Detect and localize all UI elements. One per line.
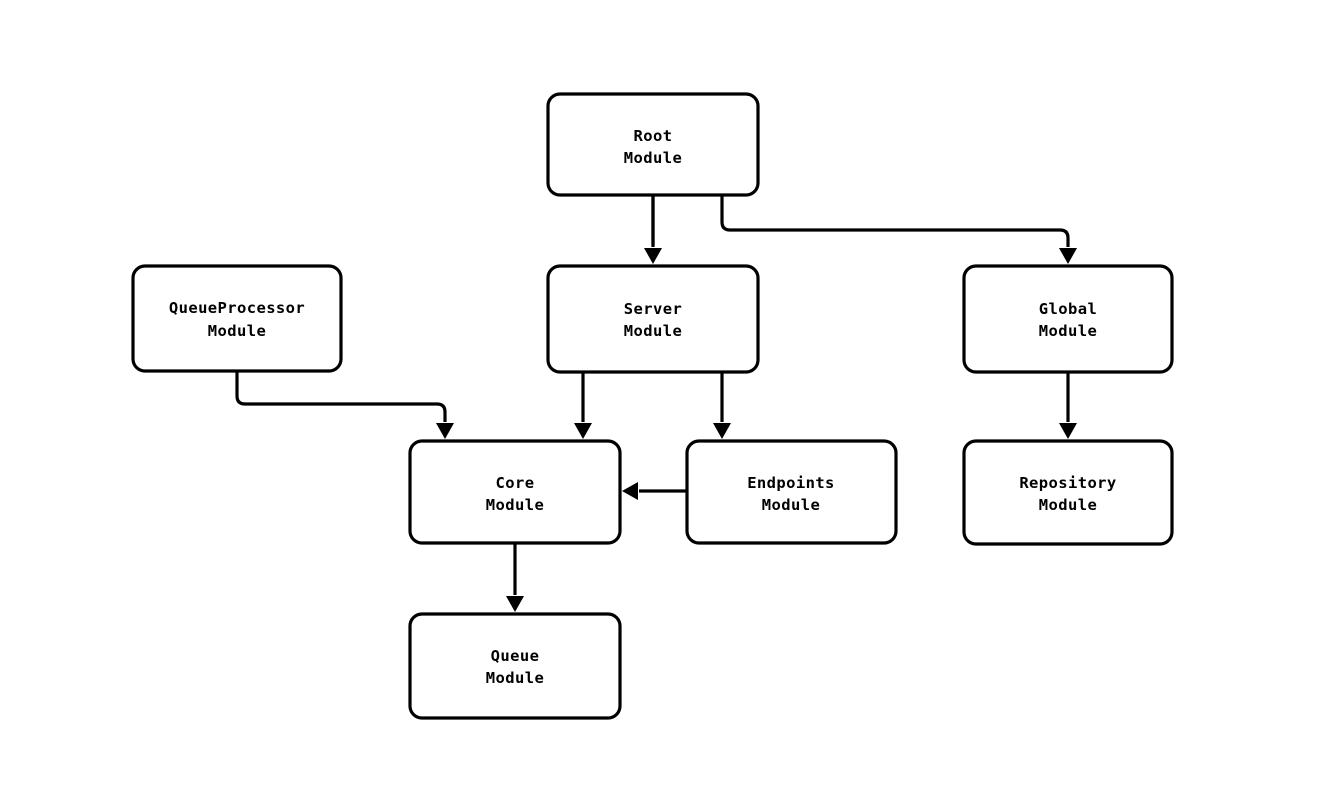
edge-root-to-global — [720, 195, 1077, 264]
global-module-label-line2: Module — [1039, 322, 1097, 340]
edge-queueprocessor-to-core — [235, 371, 454, 439]
edge-core-to-queue — [506, 543, 524, 612]
root-module-box[interactable] — [546, 92, 760, 197]
repository-module-label-line2: Module — [1039, 496, 1097, 514]
edge-server-to-endpoints — [713, 372, 731, 439]
edge-queueprocessor-to-core-arrowhead — [436, 423, 454, 439]
queue-module-node[interactable]: Queue Module — [408, 612, 622, 720]
edges-layer — [235, 195, 1077, 612]
edge-server-to-core — [574, 372, 592, 439]
edge-server-to-core-arrowhead — [574, 423, 592, 439]
queueprocessor-module-box[interactable] — [131, 264, 343, 373]
edge-root-to-global-arrowhead — [1059, 248, 1077, 264]
endpoints-module-label-line1: Endpoints — [747, 474, 835, 492]
queueprocessor-module-label-line1: QueueProcessor — [169, 299, 305, 317]
repository-module-box[interactable] — [962, 439, 1174, 546]
repository-module-label-line1: Repository — [1019, 474, 1116, 492]
edge-root-to-server — [644, 195, 662, 264]
endpoints-module-box[interactable] — [685, 439, 898, 545]
endpoints-module-node[interactable]: Endpoints Module — [685, 439, 898, 545]
repository-module-node[interactable]: Repository Module — [962, 439, 1174, 546]
queue-module-label-line2: Module — [486, 669, 544, 687]
edge-root-to-global-line — [720, 195, 1070, 247]
edge-endpoints-to-core — [622, 482, 687, 500]
global-module-label-line1: Global — [1039, 300, 1097, 318]
edge-global-to-repository — [1059, 372, 1077, 439]
server-module-box[interactable] — [546, 264, 760, 374]
queue-module-label-line1: Queue — [491, 647, 540, 665]
edge-core-to-queue-arrowhead — [506, 596, 524, 612]
core-module-label-line1: Core — [496, 474, 535, 492]
core-module-node[interactable]: Core Module — [408, 439, 622, 545]
edge-root-to-server-arrowhead — [644, 248, 662, 264]
server-module-node[interactable]: Server Module — [546, 264, 760, 374]
edge-server-to-endpoints-arrowhead — [713, 423, 731, 439]
global-module-node[interactable]: Global Module — [962, 264, 1174, 374]
nodes-layer: Root Module QueueProcessor Module Server… — [131, 92, 1174, 720]
edge-endpoints-to-core-arrowhead — [622, 482, 638, 500]
endpoints-module-label-line2: Module — [762, 496, 820, 514]
queueprocessor-module-node[interactable]: QueueProcessor Module — [131, 264, 343, 373]
root-module-label-line1: Root — [634, 127, 673, 145]
global-module-box[interactable] — [962, 264, 1174, 374]
queue-module-box[interactable] — [408, 612, 622, 720]
root-module-label-line2: Module — [624, 149, 682, 167]
server-module-label-line2: Module — [624, 322, 682, 340]
server-module-label-line1: Server — [624, 300, 682, 318]
edge-global-to-repository-arrowhead — [1059, 423, 1077, 439]
core-module-box[interactable] — [408, 439, 622, 545]
queueprocessor-module-label-line2: Module — [208, 322, 266, 340]
core-module-label-line2: Module — [486, 496, 544, 514]
root-module-node[interactable]: Root Module — [546, 92, 760, 197]
edge-queueprocessor-to-core-line — [235, 371, 447, 422]
